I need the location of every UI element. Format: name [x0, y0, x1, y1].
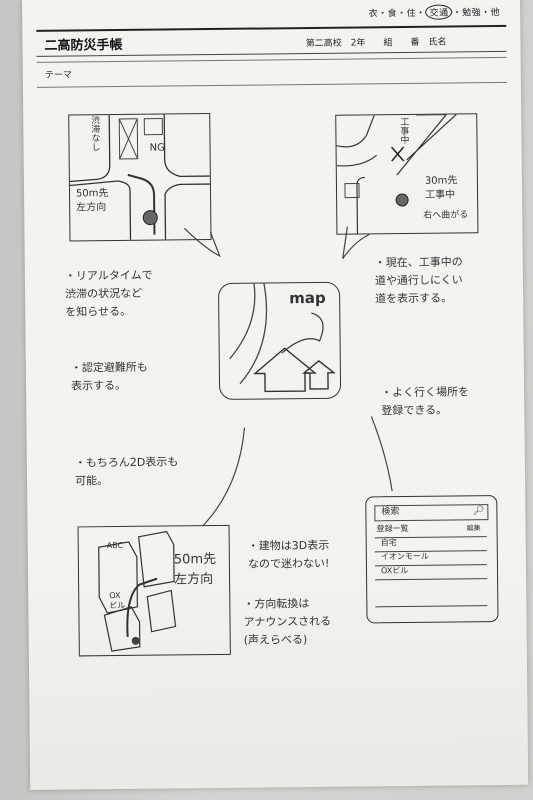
note-realtime: ・リアルタイムで 渋滞の状況など を知らせる。: [64, 268, 153, 319]
list-item[interactable]: OXビル: [374, 564, 488, 580]
bldg-label-2: OX ビル: [109, 591, 126, 611]
ng-label: NG: [149, 142, 165, 154]
map-icon: [229, 283, 336, 393]
bldg-label-1: ABC: [106, 540, 124, 551]
note-shelter: ・認定避難所も 表示する。: [70, 360, 148, 393]
note-favorites: ・よく行く場所を 登録できる。: [381, 385, 470, 418]
search-icon: 🔎︎: [472, 506, 485, 517]
jam-label: 渋滞なし: [89, 115, 100, 152]
list-item-label: 自宅: [380, 538, 397, 548]
sketch-bottom-right: 検索 🔎︎ 登録一覧 編集 自宅 イオンモール OXビル: [365, 495, 499, 624]
note-2d: ・もちろん2D表示も 可能。: [74, 455, 179, 488]
list-header-edit: 編集: [466, 524, 481, 533]
list-item-label: イオンモール: [380, 551, 429, 562]
construction-drawing: [336, 114, 457, 234]
list-item[interactable]: イオンモール: [374, 550, 487, 566]
note-announce: ・方向転換は アナウンスされる (声えらべる): [243, 597, 332, 647]
sketch-top-right: 工事中 30m先 工事中 右へ曲がる: [335, 113, 479, 235]
list-header: 登録一覧: [376, 523, 409, 534]
connector-lines: [183, 226, 393, 527]
search-bar[interactable]: 検索 🔎︎: [374, 504, 489, 522]
construction-label: 工事中: [398, 116, 409, 145]
list-divider: [375, 578, 488, 608]
nav-label-top-left: 50m先 左方向: [75, 188, 109, 214]
turn-label: 右へ曲がる: [423, 210, 469, 221]
map-label: map: [289, 288, 326, 308]
note-3d: ・建物は3D表示 なので迷わない!: [247, 538, 330, 571]
sketch-top-left: NG 渋滞なし 50m先 左方向: [68, 113, 212, 242]
paper-sheet: 衣・食・住・交通・勉強・他 二高防災手帳 第二高校 2年 組 番 氏名 テーマ …: [22, 0, 529, 790]
road-drawing: [69, 114, 210, 240]
list-item[interactable]: 自宅: [374, 536, 487, 552]
map-app-icon: map: [217, 281, 342, 400]
list-item-label: OXビル: [380, 565, 409, 576]
search-label: 検索: [381, 507, 400, 518]
nav-label-bottom-left: 50m先 左方向: [173, 551, 217, 588]
sketch-bottom-left: ABC OX ビル 50m先 左方向: [77, 524, 231, 657]
3d-buildings-drawing: [98, 530, 177, 652]
note-construction: ・現在、工事中の 道や通行しにくい 道を表示する。: [374, 255, 463, 306]
nav-label-top-right: 30m先 工事中: [424, 175, 458, 201]
